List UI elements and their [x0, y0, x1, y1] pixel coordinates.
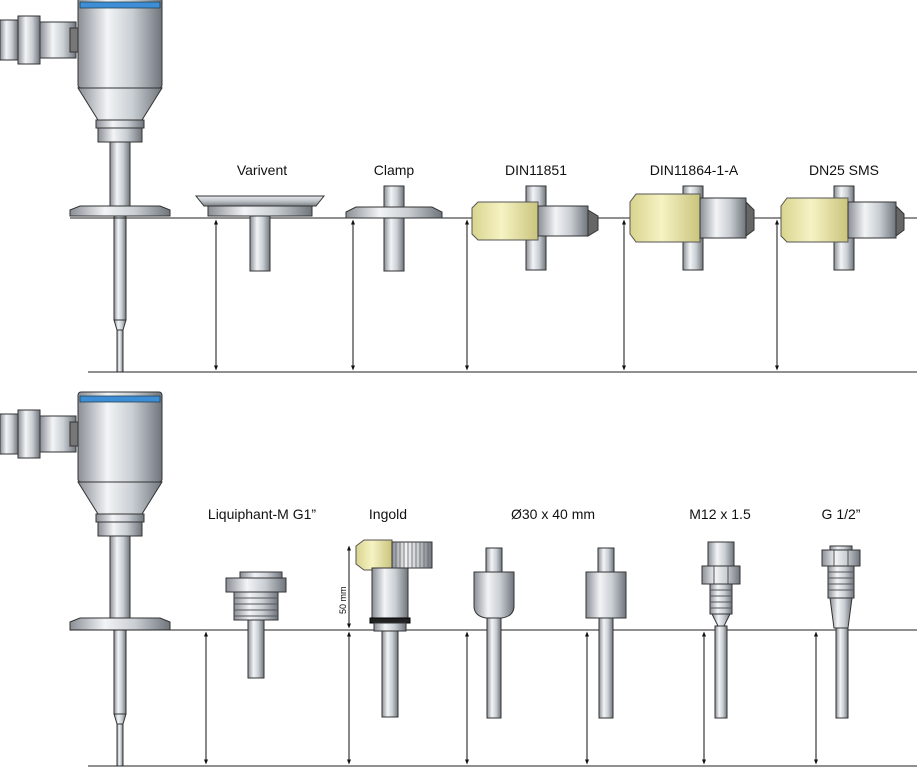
din11864-connection: DIN11864-1-A	[622, 162, 755, 371]
ingold-label: Ingold	[369, 506, 407, 522]
dn25-sms-label: DN25 SMS	[809, 162, 879, 178]
din11851-label: DIN11851	[505, 162, 567, 178]
g-half-inch-label: G 1/2”	[822, 506, 861, 522]
varivent-connection: Varivent	[194, 162, 326, 371]
dn25-sms-connection: DN25 SMS	[775, 162, 905, 371]
clamp-connection: Clamp	[345, 162, 443, 371]
clamp-label: Clamp	[374, 162, 415, 178]
ingold-connection: 50 mm Ingold	[338, 506, 433, 765]
top-transmitter	[0, 0, 171, 373]
bottom-transmitter	[0, 391, 171, 767]
ingold-dimension-label: 50 mm	[338, 586, 348, 614]
g-half-inch-connection: G 1/2”	[814, 506, 861, 765]
din11851-connection: DIN11851	[465, 162, 599, 371]
weld-in-adapter-connection: Ø30 x 40 mm	[465, 506, 627, 765]
m12-connection: M12 x 1.5	[689, 506, 751, 765]
varivent-label: Varivent	[237, 162, 287, 178]
liquiphant-connection: Liquiphant-M G1”	[204, 506, 317, 765]
m12-label: M12 x 1.5	[689, 506, 751, 522]
liquiphant-label: Liquiphant-M G1”	[208, 506, 317, 522]
weld-in-adapter-label: Ø30 x 40 mm	[511, 506, 595, 522]
din11864-label: DIN11864-1-A	[650, 162, 739, 178]
